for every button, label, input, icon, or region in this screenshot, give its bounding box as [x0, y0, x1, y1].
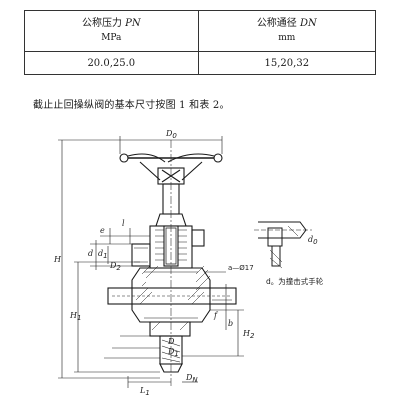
header-dn-unit: mm [278, 33, 296, 43]
label-d2-side: D2 [109, 261, 121, 272]
label-h: H [53, 255, 62, 264]
header-nominal-diameter: 公称通径 DN mm [197, 10, 377, 52]
label-l: l [122, 219, 125, 228]
detail-note: d。为撞击式手轮 [266, 276, 324, 286]
label-d-bottom: D [167, 337, 175, 346]
spec-table: 公称压力 PN MPa 公称通径 DN mm 20.0,25.0 15,20,3… [24, 10, 377, 75]
label-f: f [213, 311, 219, 320]
label-l1: L1 [139, 386, 150, 397]
label-d1: d1 [98, 249, 108, 260]
header-dn-symbol: DN [300, 18, 317, 29]
dimension-lines [58, 136, 244, 388]
label-d0: D0 [165, 129, 177, 140]
label-e: e [100, 226, 105, 235]
label-dn: DN [185, 373, 198, 384]
label-a-phi17: a—Ø17 [228, 264, 254, 272]
table-header-row: 公称压力 PN MPa 公称通径 DN mm [24, 10, 377, 52]
label-b: b [228, 319, 233, 328]
dimension-labels: D0 H H1 H2 l e d d1 D2 D D1 L1 DN a—Ø17 … [53, 129, 318, 397]
handwheel-detail [254, 221, 312, 269]
header-pn-cn: 公称压力 [81, 18, 122, 29]
caption-text: 截止止回操纵阀的基本尺寸按图 1 和表 2。 [33, 100, 230, 111]
header-dn-cn: 公称通径 [256, 18, 297, 29]
label-d: d [88, 249, 93, 258]
label-h1: H1 [69, 311, 81, 322]
table-row: 20.0,25.0 15,20,32 [24, 51, 377, 75]
header-nominal-pressure: 公称压力 PN MPa [24, 10, 199, 52]
section-hatching [135, 265, 211, 331]
label-d1-bottom: D1 [167, 347, 179, 358]
cell-diameter-values: 15,20,32 [197, 51, 377, 75]
label-d0-detail: d0 [308, 235, 318, 246]
label-h2: H2 [242, 329, 255, 340]
header-pn-unit: MPa [101, 33, 122, 43]
header-pn-symbol: PN [125, 18, 141, 29]
